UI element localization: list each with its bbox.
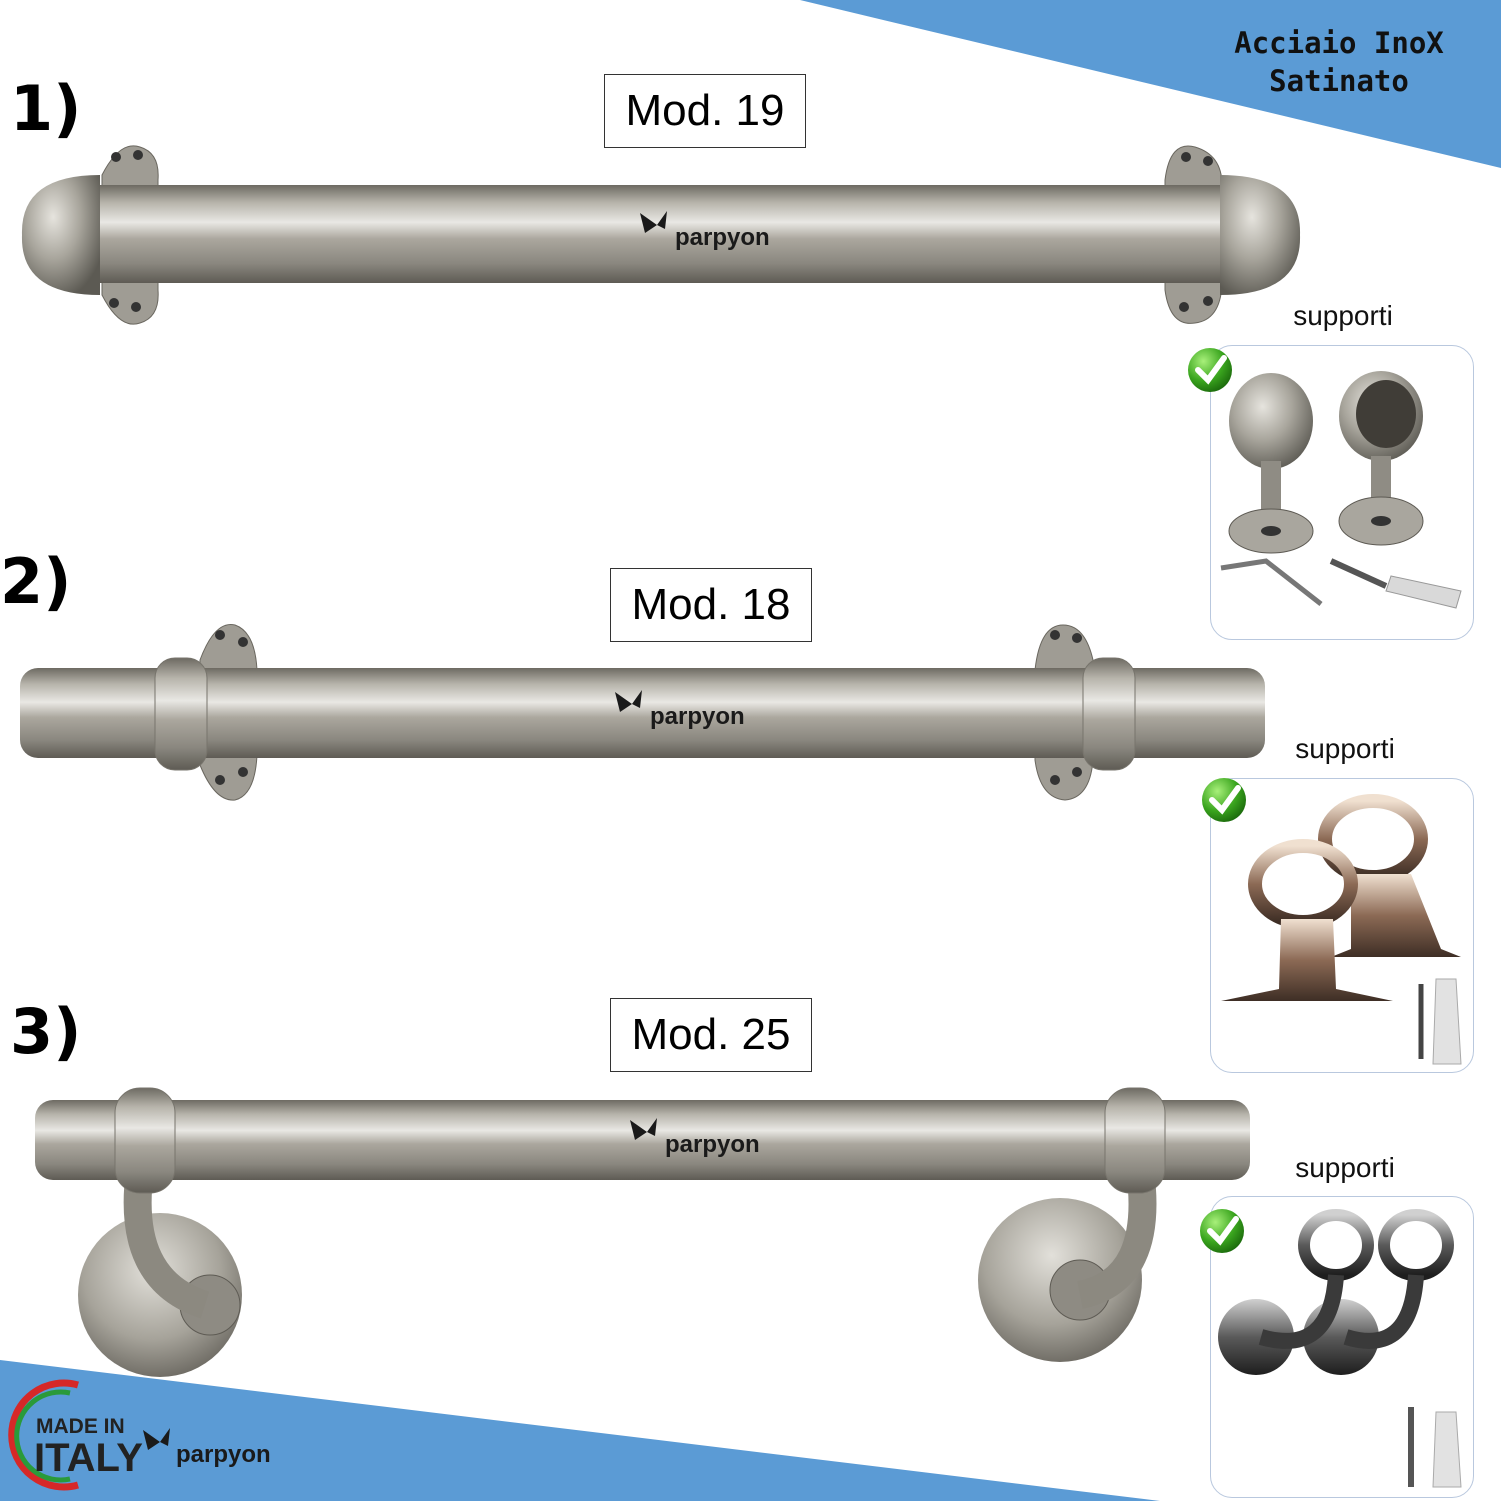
product-number-2: 2) <box>0 545 72 618</box>
product-number-1: 1) <box>10 72 82 145</box>
parpyon-logo-icon: parpyon <box>640 211 770 251</box>
svg-text:parpyon: parpyon <box>665 1131 760 1158</box>
material-line2: Satinato <box>1269 64 1409 98</box>
italy-text: ITALY <box>34 1436 143 1480</box>
material-line1: Acciaio InoX <box>1234 26 1444 60</box>
product-number-3: 3) <box>10 995 82 1068</box>
support-card-2 <box>1210 778 1474 1073</box>
svg-text:parpyon: parpyon <box>675 224 770 251</box>
checkmark-icon <box>1200 1209 1244 1253</box>
support-label-1: supporti <box>1293 300 1393 331</box>
svg-text:parpyon: parpyon <box>176 1441 271 1468</box>
checkmark-icon <box>1202 778 1246 822</box>
handrail-mod19-image: parpyon <box>21 145 1301 325</box>
support-card-1 <box>1210 345 1474 640</box>
material-label: Acciaio InoX Satinato <box>1209 24 1469 100</box>
svg-text:parpyon: parpyon <box>650 703 745 730</box>
support-parts-image-1 <box>1220 371 1462 609</box>
model-label-1: Mod. 19 <box>604 74 806 148</box>
support-card-3 <box>1210 1196 1474 1498</box>
support-parts-image-2 <box>1221 794 1462 1065</box>
made-in-italy-logo: MADE IN ITALY parpyon <box>8 1379 271 1491</box>
model-label-2: Mod. 18 <box>610 568 812 642</box>
model-label-3: Mod. 25 <box>610 998 812 1072</box>
parpyon-logo-icon: parpyon <box>630 1118 760 1158</box>
handrail-mod25-image: parpyon <box>35 1087 1250 1377</box>
handrail-mod18-image: parpyon <box>20 623 1265 801</box>
footer-band <box>0 1360 1160 1501</box>
support-parts-image-3 <box>1218 1209 1462 1488</box>
parpyon-logo-icon: parpyon <box>143 1428 271 1468</box>
parpyon-logo-icon: parpyon <box>615 690 745 730</box>
made-in-text: MADE IN <box>36 1415 125 1438</box>
checkmark-icon <box>1188 348 1232 392</box>
support-label-3: supporti <box>1295 1152 1395 1183</box>
support-label-2: supporti <box>1295 733 1395 764</box>
